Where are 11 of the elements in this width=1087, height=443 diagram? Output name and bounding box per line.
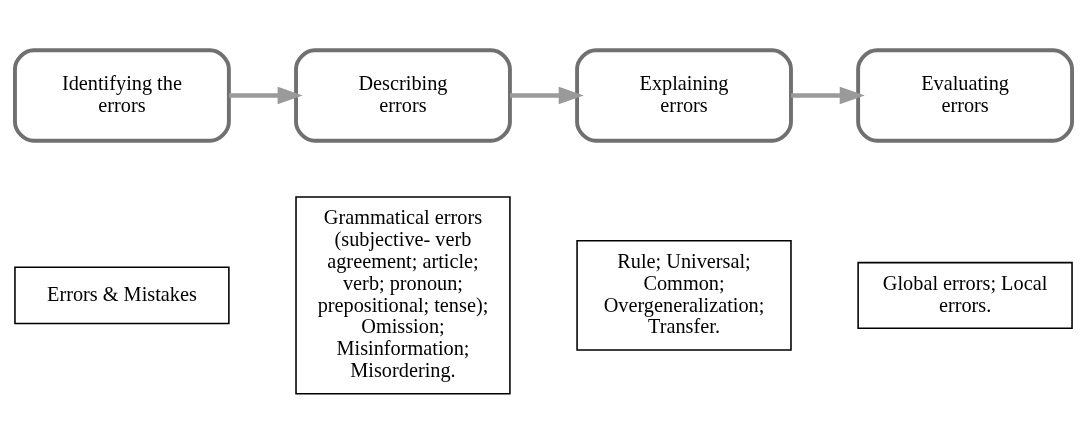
arrow — [228, 86, 303, 104]
node-box: Errors & Mistakes — [14, 266, 230, 324]
node-box: Identifying the errors — [13, 47, 231, 143]
node-box: Global errors; Local errors. — [857, 261, 1073, 329]
node-box: Explaining errors — [575, 47, 793, 143]
node-box: Describing errors — [294, 47, 512, 143]
node-box: Rule; Universal; Common; Overgeneralization; Transfer. — [576, 239, 792, 351]
arrow — [791, 86, 865, 104]
arrow — [510, 86, 584, 104]
node-box: Evaluating errors — [856, 47, 1074, 143]
node-box: Grammatical errors (subjective- verb agreement; article; verb; pronoun; prepositional; tense); Omission; Misinformation; Misordering. — [295, 195, 511, 395]
